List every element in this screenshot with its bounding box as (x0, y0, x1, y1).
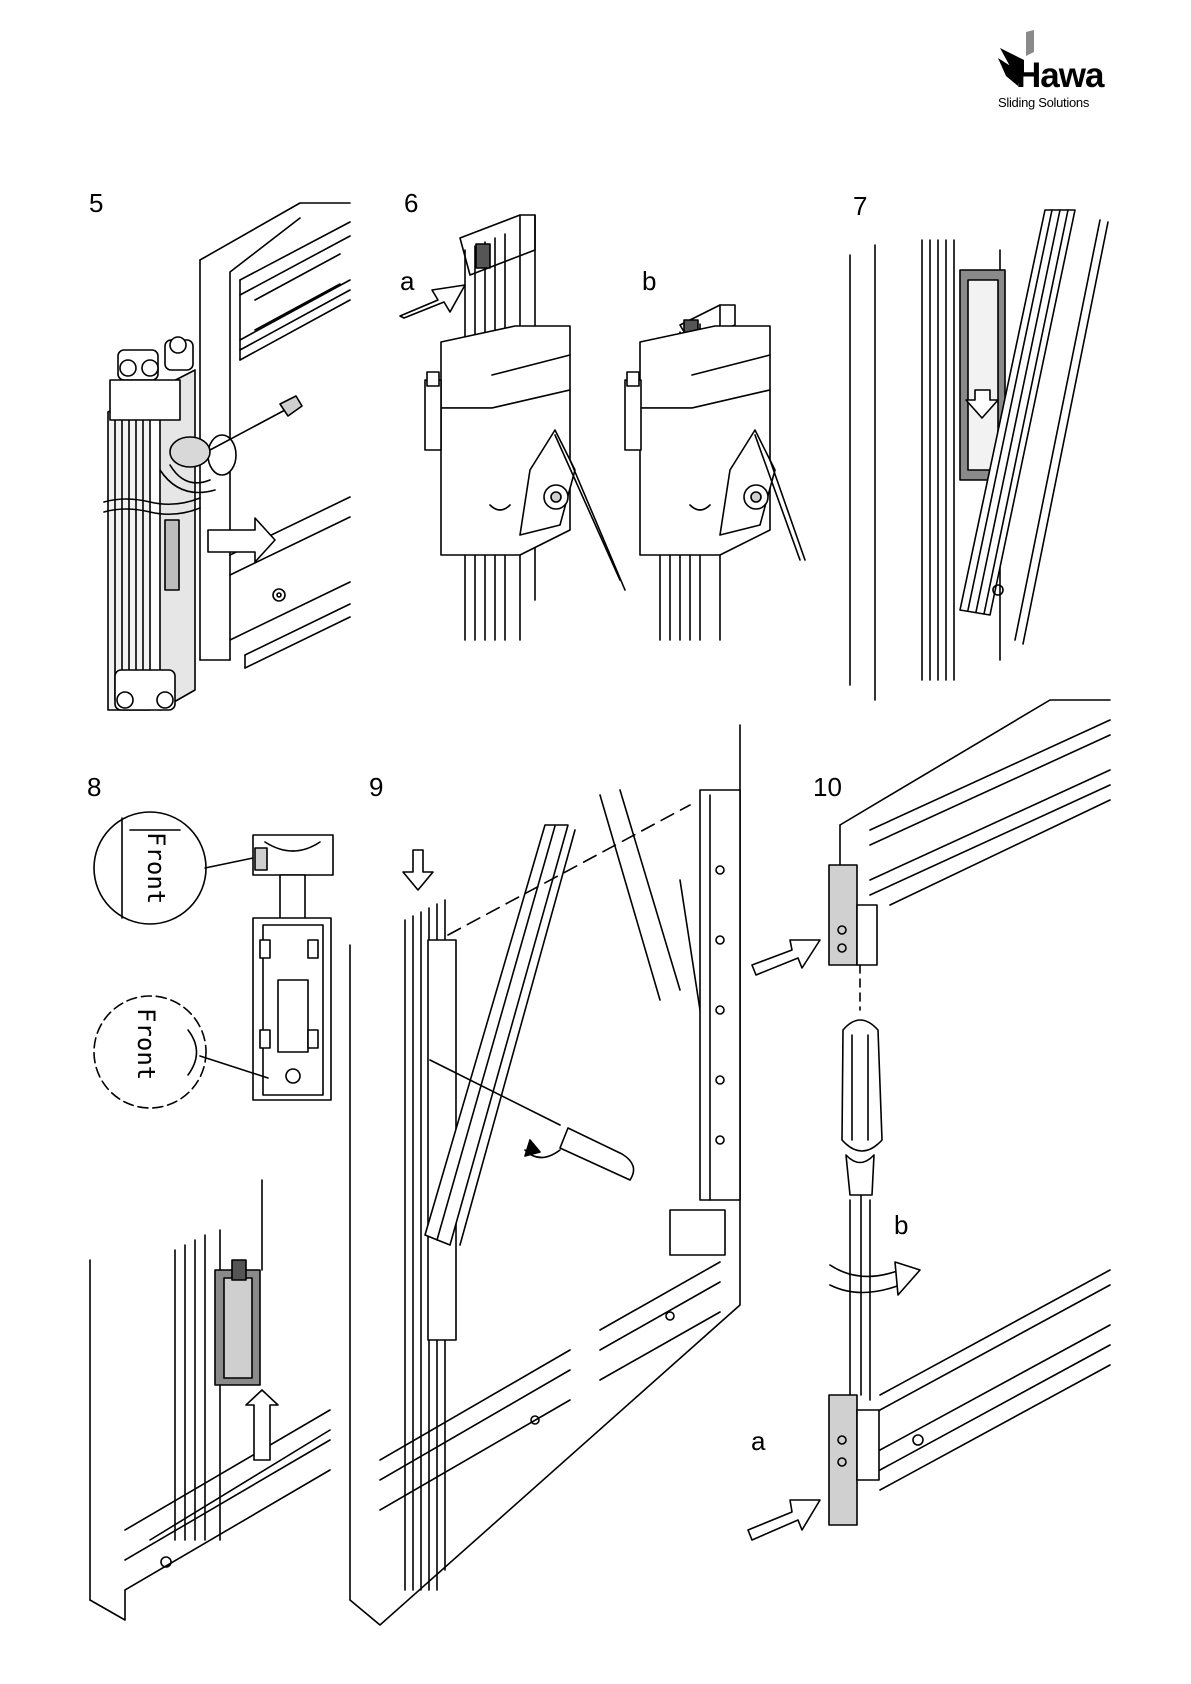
step-9-illustration (350, 725, 740, 1625)
step-6-illustration (400, 215, 805, 640)
front-label-bottom: Front (132, 1008, 160, 1080)
step-5-illustration (104, 203, 350, 710)
step-10-illustration (748, 700, 1110, 1540)
step-7-illustration (850, 210, 1108, 700)
step-8-illustration: Front Front (90, 812, 333, 1620)
front-label-top: Front (142, 832, 170, 904)
